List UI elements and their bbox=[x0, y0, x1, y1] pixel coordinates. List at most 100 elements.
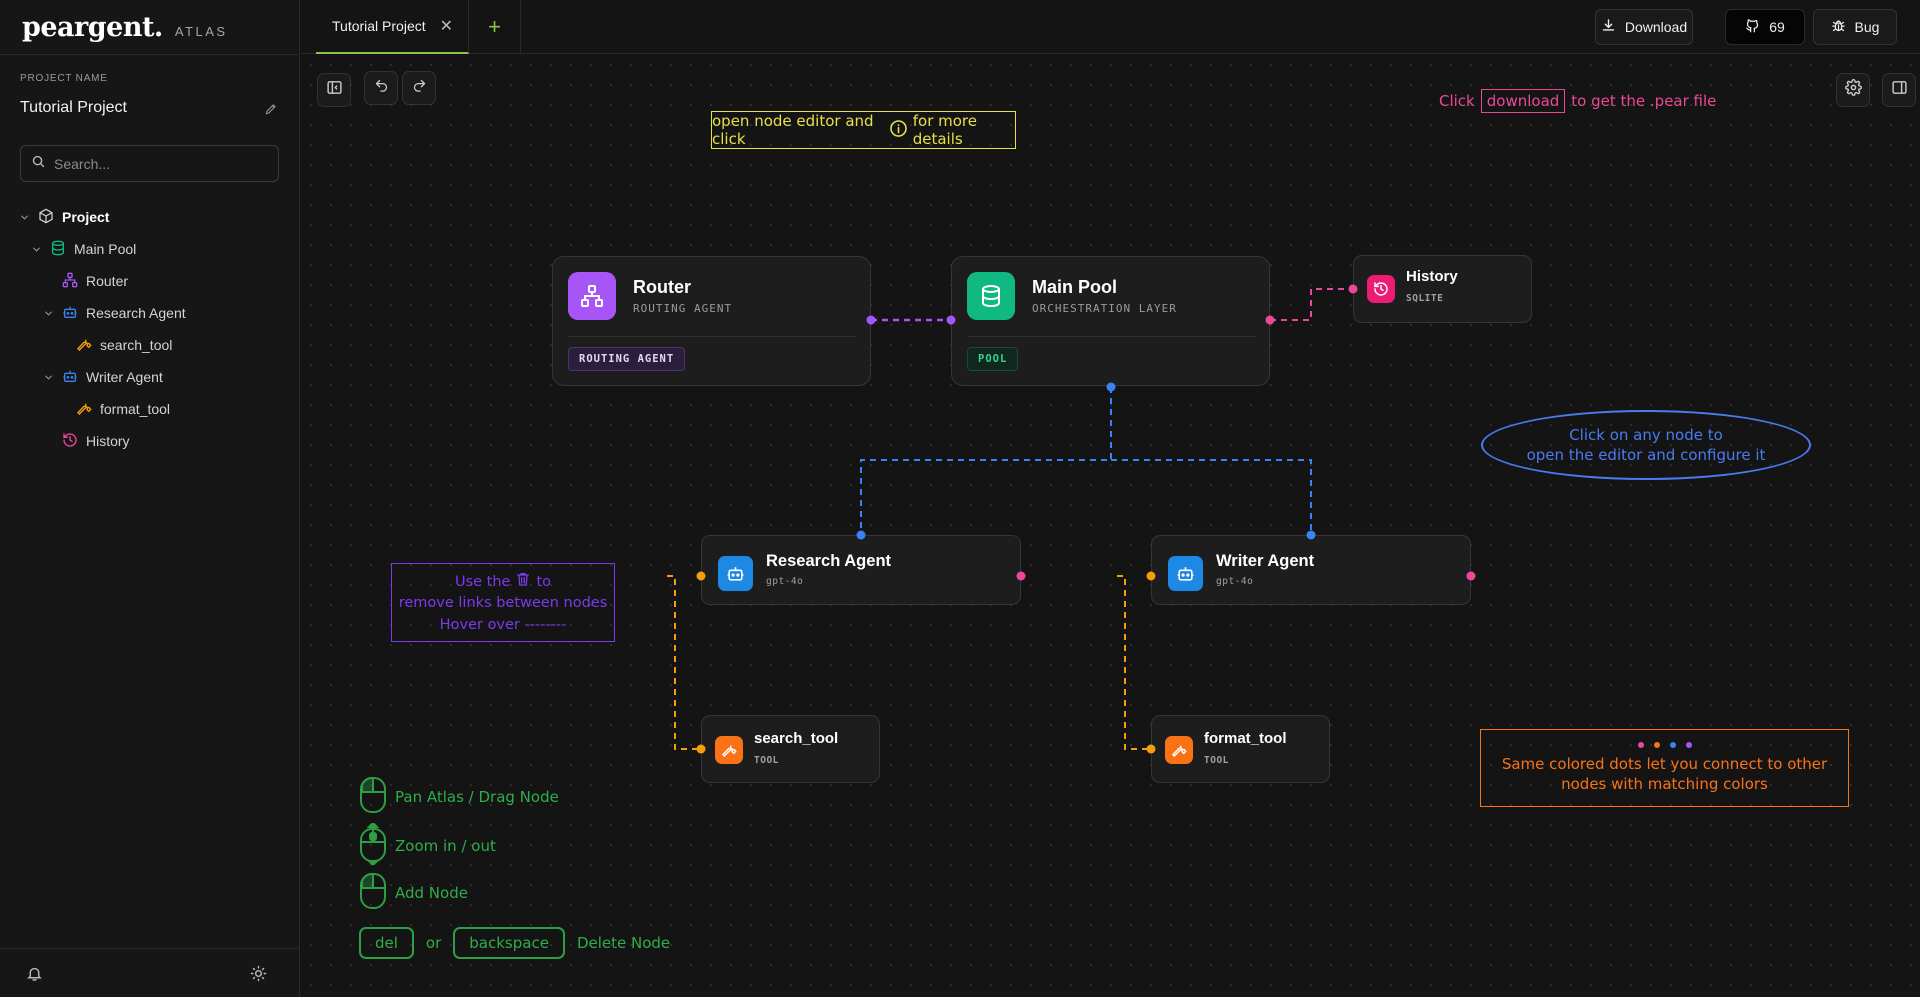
handle-pool-in[interactable] bbox=[946, 315, 956, 325]
tree-item-project[interactable]: Project bbox=[18, 205, 109, 229]
wrench-icon bbox=[715, 736, 743, 764]
note-click-node: Click on any node to open the editor and… bbox=[1481, 410, 1811, 480]
control-pan: Pan Atlas / Drag Node bbox=[359, 776, 670, 817]
trash-icon bbox=[515, 571, 531, 593]
chevron-down-icon[interactable] bbox=[18, 211, 30, 223]
handle-research-tool-out[interactable] bbox=[696, 571, 706, 581]
handle-pool-history-out[interactable] bbox=[1265, 315, 1275, 325]
node-title: search_tool bbox=[754, 730, 839, 747]
undo-button[interactable] bbox=[364, 71, 398, 105]
handle-pool-agents-out[interactable] bbox=[1106, 382, 1116, 392]
wire-pool-writer[interactable] bbox=[1111, 459, 1312, 535]
tree-item-format-tool[interactable]: format_tool bbox=[76, 397, 170, 421]
cube-icon bbox=[38, 208, 54, 227]
settings-button[interactable] bbox=[1836, 73, 1870, 107]
control-label: Add Node bbox=[395, 884, 468, 902]
node-title: History bbox=[1406, 268, 1458, 285]
node-format-tool[interactable]: format_tool TOOL bbox=[1151, 715, 1330, 783]
node-badge: POOL bbox=[967, 347, 1019, 371]
tree-item-label: History bbox=[86, 433, 130, 449]
tree-item-research-agent[interactable]: Research Agent bbox=[42, 301, 186, 325]
wire-research-search-tool[interactable] bbox=[667, 575, 701, 750]
pencil-icon[interactable] bbox=[264, 102, 280, 118]
redo-button[interactable] bbox=[402, 71, 436, 105]
search-field[interactable] bbox=[20, 145, 279, 182]
chevron-down-icon[interactable] bbox=[42, 307, 54, 319]
note-text: to bbox=[536, 573, 552, 590]
del-key: del bbox=[359, 927, 414, 959]
node-subtitle: gpt-4o bbox=[1216, 576, 1254, 587]
download-button[interactable]: Download bbox=[1595, 9, 1693, 45]
network-icon bbox=[62, 272, 78, 291]
tree-item-history[interactable]: History bbox=[62, 429, 130, 453]
bug-report-button[interactable]: Bug bbox=[1813, 9, 1897, 45]
panel-right-icon bbox=[1891, 79, 1908, 101]
brand-subtitle: ATLAS bbox=[174, 24, 228, 39]
handle-writer-right[interactable] bbox=[1466, 571, 1476, 581]
history-icon bbox=[62, 432, 78, 451]
download-label: Download bbox=[1624, 19, 1688, 35]
wire-pool-history[interactable] bbox=[1270, 288, 1353, 321]
atlas-canvas[interactable]: Router ROUTING AGENT ROUTING AGENT Main … bbox=[301, 55, 1920, 997]
network-icon bbox=[568, 272, 616, 320]
note-colored-dots: Same colored dots let you connect to oth… bbox=[1480, 729, 1849, 807]
handle-history-in[interactable] bbox=[1348, 284, 1358, 294]
handle-router-out[interactable] bbox=[866, 315, 876, 325]
control-label: or bbox=[425, 934, 442, 952]
bug-icon bbox=[1831, 18, 1846, 36]
note-text: open the editor and configure it bbox=[1526, 446, 1766, 464]
tree-item-search-tool[interactable]: search_tool bbox=[76, 333, 172, 357]
tree-item-main-pool[interactable]: Main Pool bbox=[30, 237, 136, 261]
purple-dot bbox=[1685, 742, 1692, 748]
blue-dot bbox=[1669, 742, 1676, 748]
chevron-down-icon[interactable] bbox=[30, 243, 42, 255]
handle-research-in[interactable] bbox=[856, 530, 866, 540]
node-main-pool[interactable]: Main Pool ORCHESTRATION LAYER POOL bbox=[951, 256, 1270, 386]
backspace-key: backspace bbox=[453, 927, 565, 959]
handle-format-tool-in[interactable] bbox=[1146, 744, 1156, 754]
search-icon bbox=[31, 154, 46, 174]
wire-writer-format-tool[interactable] bbox=[1117, 575, 1151, 750]
note-download: Click download to get the .pear file bbox=[1439, 87, 1716, 115]
pink-dot bbox=[1637, 742, 1644, 748]
bot-icon bbox=[62, 368, 78, 387]
bell-icon[interactable] bbox=[26, 965, 43, 987]
handle-search-tool-in[interactable] bbox=[696, 744, 706, 754]
node-subtitle: TOOL bbox=[754, 755, 779, 766]
toggle-right-panel-button[interactable] bbox=[1882, 73, 1916, 107]
node-writer-agent[interactable]: Writer Agent gpt-4o bbox=[1151, 535, 1471, 605]
sidebar-footer bbox=[0, 948, 300, 997]
wire-pool-research[interactable] bbox=[860, 387, 1112, 535]
tree-item-label: Writer Agent bbox=[86, 369, 163, 385]
toggle-sidebar-button[interactable] bbox=[317, 73, 351, 107]
node-history[interactable]: History SQLITE bbox=[1353, 255, 1532, 323]
tree-item-router[interactable]: Router bbox=[62, 269, 128, 293]
add-tab-button[interactable]: + bbox=[469, 0, 521, 54]
tree-item-writer-agent[interactable]: Writer Agent bbox=[42, 365, 163, 389]
chevron-down-icon[interactable] bbox=[42, 371, 54, 383]
close-icon[interactable]: ✕ bbox=[439, 18, 454, 35]
search-input[interactable] bbox=[54, 155, 254, 172]
note-text: Same colored dots let you connect to oth… bbox=[1501, 755, 1828, 773]
handle-writer-in[interactable] bbox=[1306, 530, 1316, 540]
tab-label: Tutorial Project bbox=[332, 18, 426, 34]
node-search-tool[interactable]: search_tool TOOL bbox=[701, 715, 880, 783]
handle-research-right[interactable] bbox=[1016, 571, 1026, 581]
stars-count: 69 bbox=[1769, 19, 1785, 35]
node-subtitle: TOOL bbox=[1204, 755, 1229, 766]
tab-tutorial-project[interactable]: Tutorial Project ✕ bbox=[316, 0, 469, 54]
history-icon bbox=[1367, 275, 1395, 303]
tree-item-label: Main Pool bbox=[74, 241, 137, 257]
orange-dot bbox=[1653, 742, 1660, 748]
node-router[interactable]: Router ROUTING AGENT ROUTING AGENT bbox=[552, 256, 871, 386]
bot-icon bbox=[62, 304, 78, 323]
handle-writer-tool-out[interactable] bbox=[1146, 571, 1156, 581]
note-node-editor: open node editor and click for more deta… bbox=[711, 111, 1016, 149]
note-text: Hover over -------- bbox=[439, 616, 567, 633]
control-delete: del or backspace Delete Node bbox=[359, 927, 670, 959]
database-icon bbox=[967, 272, 1015, 320]
github-stars-button[interactable]: 69 bbox=[1725, 9, 1805, 45]
sun-icon[interactable] bbox=[250, 965, 267, 987]
brand: peargent. ATLAS bbox=[22, 12, 228, 43]
